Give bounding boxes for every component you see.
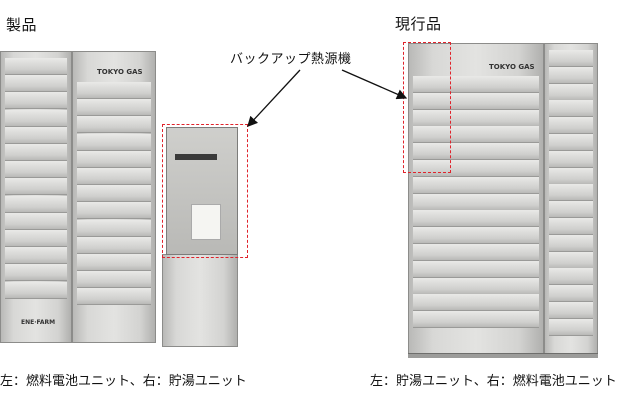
tokyo-gas-logo: TOKYO GAS	[97, 68, 143, 76]
cabinet-panel	[413, 76, 539, 93]
cabinet-panel	[77, 254, 151, 271]
cabinet-panel	[549, 251, 593, 269]
cabinet-panel	[5, 247, 67, 265]
cabinet-panel	[77, 288, 151, 306]
backup-unit-base	[162, 254, 238, 347]
cabinet-panel	[5, 264, 67, 282]
backup-highlight-box-right	[403, 42, 451, 173]
cabinet-panel	[549, 66, 593, 84]
caption-left: 左：燃料電池ユニット、右：貯湯ユニット	[0, 374, 247, 389]
cabinet-panel	[549, 117, 593, 135]
tokyo-gas-logo-right: TOKYO GAS	[489, 63, 535, 71]
cabinet-panel	[413, 126, 539, 144]
new-product-label: 製品	[6, 16, 38, 34]
cabinet-panel	[413, 176, 539, 194]
cabinet-panel	[5, 178, 67, 196]
cabinet-panel	[413, 193, 539, 211]
cabinet-panel	[77, 271, 151, 289]
cabinet-panel	[413, 210, 539, 228]
cabinet-panel	[549, 50, 593, 67]
current-product-label: 現行品	[395, 15, 442, 33]
cabinet-panel	[549, 302, 593, 319]
cabinet-panel	[5, 281, 67, 299]
ene-farm-logo: ENE·FARM	[21, 319, 56, 326]
cabinet-panel	[77, 219, 151, 237]
cabinet-panel	[5, 126, 67, 144]
cabinet-panel	[413, 311, 539, 329]
cabinet-panel	[5, 75, 67, 93]
cabinet-panel	[77, 82, 151, 99]
cabinet-panel	[77, 150, 151, 168]
backup-heat-source-unit	[166, 127, 238, 255]
cabinet-panel	[549, 201, 593, 219]
cabinet-panel	[413, 109, 539, 127]
cabinet-panel	[77, 168, 151, 185]
backup-highlight-box-left	[162, 124, 248, 258]
cabinet-panel	[77, 236, 151, 254]
cabinet-panel	[413, 227, 539, 245]
cabinet-panel	[549, 83, 593, 101]
spec-sticker	[191, 204, 221, 240]
cabinet-panel	[5, 58, 67, 75]
cabinet-panel	[413, 294, 539, 312]
cabinet-panel	[549, 100, 593, 118]
fuel-cell-unit-right	[544, 43, 598, 355]
cabinet-panel	[77, 202, 151, 220]
cabinet-panel	[549, 184, 593, 202]
cabinet-panel	[549, 150, 593, 168]
cabinet-panel	[549, 234, 593, 252]
cabinet-panel	[5, 161, 67, 179]
cabinet-panel	[5, 109, 67, 127]
caption-right: 左：貯湯ユニット、右：燃料電池ユニット	[370, 374, 617, 389]
cabinet-panel	[549, 268, 593, 286]
cabinet-panel	[77, 99, 151, 117]
cabinet-panel	[413, 244, 539, 261]
cabinet-panel	[77, 116, 151, 134]
cabinet-panel	[413, 260, 539, 278]
cabinet-panel	[5, 92, 67, 110]
cabinet-panel	[549, 318, 593, 336]
hot-water-storage-unit-left: TOKYO GAS	[72, 51, 156, 343]
fuel-cell-unit-left: ENE·FARM	[0, 51, 72, 343]
cabinet-panel	[77, 185, 151, 203]
cabinet-panel	[5, 212, 67, 230]
cabinet-panel	[549, 167, 593, 185]
cabinet-panel	[549, 285, 593, 303]
cabinet-panel	[413, 92, 539, 110]
cabinet-panel	[549, 134, 593, 151]
backup-heat-source-label: バックアップ熱源機	[230, 52, 352, 67]
cabinet-panel	[5, 230, 67, 247]
display-panel	[175, 154, 217, 160]
cabinet-panel	[77, 133, 151, 151]
unit-base-right	[408, 353, 598, 358]
cabinet-panel	[5, 144, 67, 161]
cabinet-panel	[413, 143, 539, 161]
cabinet-panel	[549, 218, 593, 235]
hot-water-storage-unit-right: TOKYO GAS ENE·FARM	[408, 43, 544, 355]
cabinet-panel	[5, 195, 67, 213]
cabinet-panel	[413, 277, 539, 295]
